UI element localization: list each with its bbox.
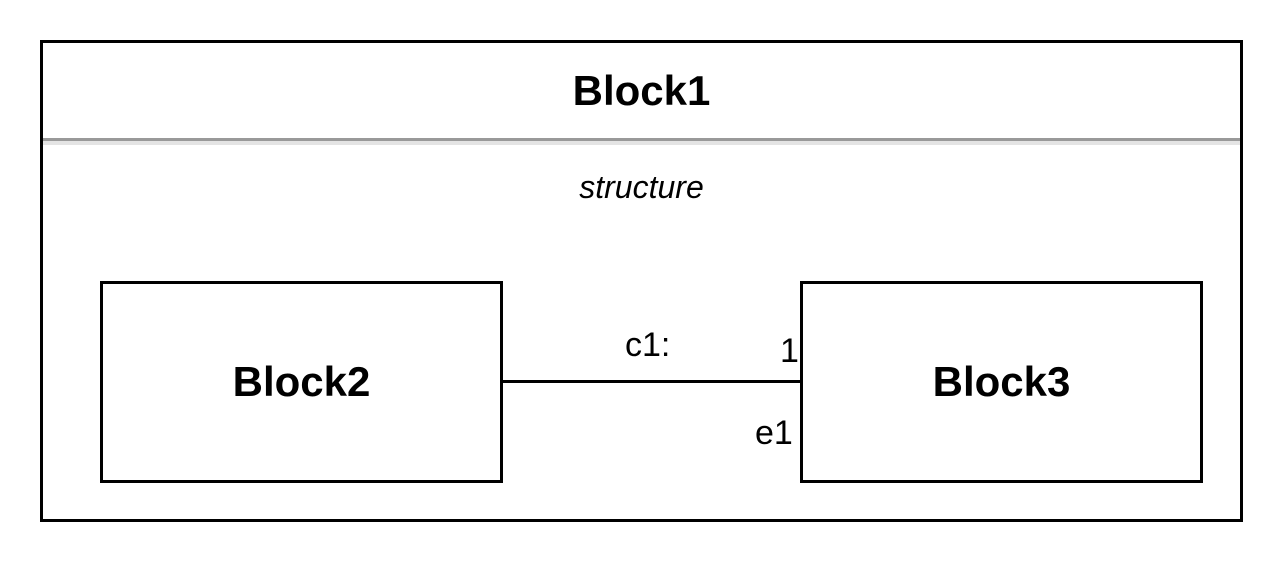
compartment-divider — [43, 138, 1240, 141]
connector-role-label: e1 — [755, 414, 793, 452]
block2-part[interactable]: Block2 — [100, 281, 503, 483]
block1-title: Block1 — [572, 66, 711, 114]
compartment-divider-shadow — [43, 141, 1240, 145]
connector-name-label: c1: — [625, 326, 671, 364]
structure-compartment-label: structure — [579, 169, 704, 205]
connector-c1[interactable] — [503, 380, 800, 383]
connector-multiplicity-label: 1 — [780, 332, 799, 370]
block3-part[interactable]: Block3 — [800, 281, 1203, 483]
block3-label: Block3 — [932, 358, 1071, 405]
block2-label: Block2 — [232, 358, 371, 405]
block1-frame[interactable]: Block1 structure — [40, 40, 1243, 522]
